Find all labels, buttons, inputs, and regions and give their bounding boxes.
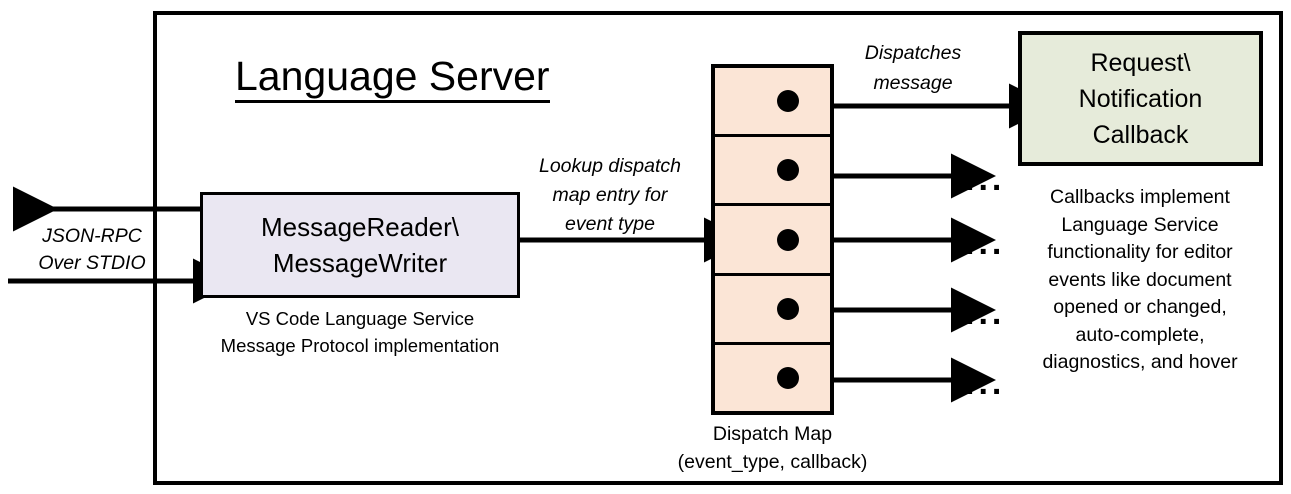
dispatches-label-line-2: message	[873, 72, 953, 94]
dispatch-ellipsis-4: ...	[965, 294, 1006, 332]
jsonrpc-label-line-1: JSON-RPC	[42, 225, 142, 247]
callback-box-line-3: Callback	[1092, 120, 1189, 149]
dispatch-ellipsis-5: ...	[965, 364, 1006, 402]
jsonrpc-label-line-2: Over STDIO	[38, 252, 146, 274]
callback-caption-line-5: opened or changed,	[1053, 296, 1227, 318]
dispatches-label-line-1: Dispatches	[864, 42, 962, 64]
callback-box-line-2: Notification	[1078, 84, 1203, 113]
lookup-label-line-3: event type	[565, 213, 655, 235]
request-notification-callback-box[interactable]: Request\ Notification Callback	[1018, 31, 1263, 166]
page-title-text: Language Server	[235, 53, 550, 103]
dispatch-map-row[interactable]	[715, 206, 830, 276]
message-reader-label: MessageReader\	[261, 212, 459, 242]
jsonrpc-channel-label: JSON-RPC Over STDIO	[18, 223, 166, 277]
callback-box-line-1: Request\	[1090, 48, 1191, 77]
callback-dot-icon	[777, 90, 799, 113]
message-writer-label: MessageWriter	[272, 248, 448, 278]
dispatch-map-row[interactable]	[715, 68, 830, 138]
lookup-label-line-2: map entry for	[552, 184, 668, 206]
message-reader-writer-box[interactable]: MessageReader\ MessageWriter	[200, 192, 520, 298]
callback-caption-line-7: diagnostics, and hover	[1042, 351, 1238, 373]
dispatch-caption-line-2: (event_type, callback)	[677, 451, 868, 473]
callback-caption-line-1: Callbacks implement	[1050, 186, 1230, 208]
dispatch-map-row[interactable]	[715, 276, 830, 345]
callback-caption-line-3: functionality for editor	[1047, 241, 1233, 263]
dispatch-map-row[interactable]	[715, 137, 830, 207]
callback-caption-line-4: events like document	[1048, 268, 1232, 291]
dispatch-ellipsis-2: ...	[965, 160, 1006, 198]
callback-dot-icon	[777, 297, 799, 320]
dispatch-map-row[interactable]	[715, 345, 830, 411]
callback-caption-line-6: auto-complete,	[1075, 323, 1205, 346]
page-title: Language Server	[235, 52, 550, 103]
dispatch-map-table[interactable]	[711, 64, 834, 415]
dispatches-message-label: Dispatches message	[838, 38, 988, 98]
callback-dot-icon	[777, 366, 799, 389]
mrw-caption-line-1: VS Code Language Service	[245, 308, 475, 329]
dispatch-ellipsis-3: ...	[965, 224, 1006, 262]
callback-caption: Callbacks implement Language Service fun…	[1012, 184, 1268, 377]
dispatch-caption-line-1: Dispatch Map	[712, 423, 833, 445]
language-server-boundary	[153, 11, 1283, 485]
mrw-caption-line-2: Message Protocol implementation	[220, 335, 500, 356]
lookup-label-line-1: Lookup dispatch	[538, 155, 682, 177]
callback-caption-line-2: Language Service	[1061, 213, 1219, 236]
callback-dot-icon	[777, 159, 799, 182]
callback-dot-icon	[777, 228, 799, 251]
dispatch-map-caption: Dispatch Map (event_type, callback)	[634, 420, 911, 476]
message-reader-writer-caption: VS Code Language Service Message Protoco…	[200, 305, 520, 359]
lookup-dispatch-label: Lookup dispatch map entry for event type	[515, 152, 705, 239]
